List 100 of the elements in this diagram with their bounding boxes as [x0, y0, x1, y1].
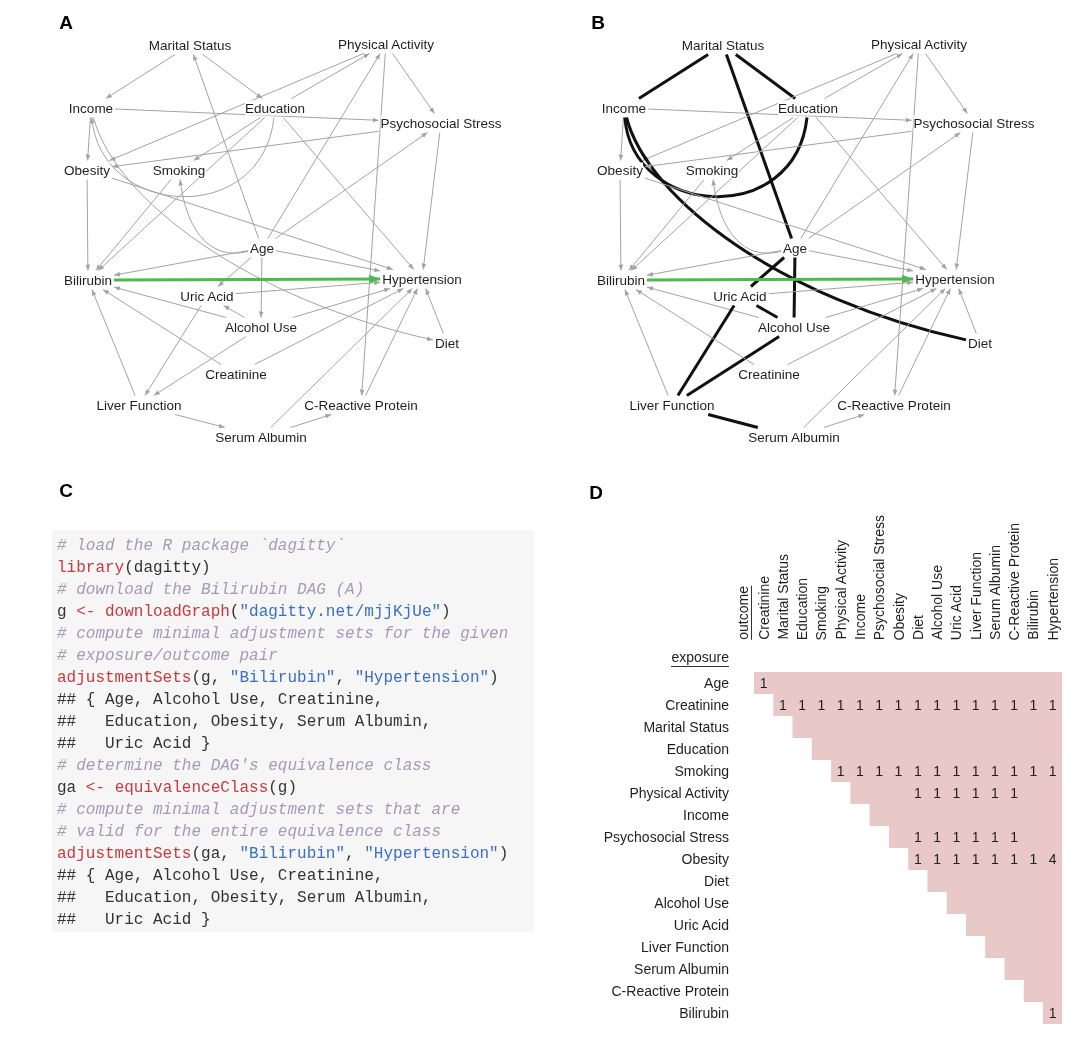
arrow [291, 53, 370, 99]
arrow [425, 288, 444, 334]
arrow [825, 287, 924, 318]
arrow [954, 132, 974, 270]
row-header: Marital Status [643, 718, 729, 737]
table-value: 1 [1048, 1004, 1057, 1023]
row-header: Psychosocial Stress [603, 828, 729, 847]
table-value: 1 [759, 674, 768, 693]
arrow [292, 287, 391, 318]
arrow [925, 53, 968, 114]
arrow [178, 179, 249, 254]
arrow [644, 177, 927, 270]
table-value: 1 [933, 784, 941, 803]
arrow [223, 305, 245, 318]
connector-line [625, 117, 967, 342]
table-value: 1 [971, 784, 980, 803]
table-value: 1 [913, 784, 922, 803]
arrow [618, 117, 624, 161]
table-value: 1 [1048, 696, 1057, 715]
table-value: 1 [836, 696, 845, 715]
table-value: 1 [875, 696, 884, 715]
table-value: 1 [913, 696, 922, 715]
arrow [624, 289, 669, 396]
table-value: 1 [836, 762, 845, 781]
code-comment: # valid for the entire equivalence class [57, 822, 442, 843]
row-header: Smoking [674, 762, 729, 781]
row-header: Physical Activity [629, 784, 729, 803]
arrow [254, 288, 404, 365]
column-header: Liver Function [967, 552, 984, 640]
arrow [144, 305, 202, 396]
table-value: 1 [991, 850, 999, 869]
arrow [958, 288, 977, 334]
table-value: 1 [894, 696, 903, 715]
table-value: 1 [1048, 762, 1057, 781]
table-value: 1 [991, 762, 999, 781]
arrow [808, 250, 914, 273]
arrow [114, 108, 380, 123]
arrow [359, 53, 386, 396]
column-header: Education [794, 577, 811, 640]
arrow [153, 336, 247, 396]
row-header: Education [666, 740, 729, 759]
connector-line [638, 53, 709, 100]
table-value: 1 [971, 850, 980, 869]
arrow [815, 117, 948, 270]
arrow [787, 288, 937, 365]
arrow [113, 250, 249, 277]
table-value: 1 [1010, 828, 1019, 847]
column-header: Marital Status [774, 554, 791, 640]
variable-label: Obesity [597, 162, 643, 178]
panel-letter: A [59, 12, 73, 32]
arrow [85, 117, 91, 161]
table-value: 1 [798, 696, 807, 715]
connector-line [676, 304, 736, 397]
arrow [275, 250, 381, 273]
code-comment: # exposure/outcome pair [57, 646, 278, 667]
code-line: adjustmentSets(ga, "Bilirubin", "Hypertension") [57, 844, 509, 865]
code-line: ## Uric Acid } [57, 734, 211, 755]
arrow [647, 274, 914, 284]
row-header: C-Reactive Protein [611, 982, 729, 1001]
code-line: g <- downloadGraph("dagitty.net/mjjKjUe") [57, 602, 451, 623]
arrow [800, 53, 914, 239]
code-comment: # download the Bilirubin DAG (A) [57, 580, 365, 601]
arrow [898, 288, 951, 396]
connector-line [755, 304, 779, 319]
table-value: 1 [1029, 696, 1038, 715]
arrow [803, 288, 946, 428]
table-value: 1 [913, 762, 922, 781]
table-value: 1 [1029, 850, 1038, 869]
column-header: Diet [909, 615, 926, 640]
row-header: Serum Albumin [634, 960, 729, 979]
arrow [111, 130, 380, 169]
arrow [644, 130, 913, 169]
arrow [392, 53, 435, 114]
table-value: 1 [933, 828, 941, 847]
arrow [85, 179, 91, 271]
arrow [95, 179, 172, 271]
connector-line [792, 257, 797, 318]
arrow [282, 117, 415, 270]
row-header: Income [683, 806, 729, 825]
table-value: 1 [933, 850, 941, 869]
arrow [217, 257, 252, 287]
panel-letter: D [589, 482, 603, 502]
code-line: ## { Age, Alcohol Use, Creatinine, [57, 866, 384, 887]
arrow [113, 286, 227, 318]
table-value: 1 [933, 696, 941, 715]
column-header: Smoking [813, 585, 830, 640]
code-line: ## { Age, Alcohol Use, Creatinine, [57, 690, 384, 711]
arrow [174, 414, 226, 429]
arrow [102, 289, 222, 365]
column-header: Obesity [890, 592, 907, 640]
arrow [647, 108, 913, 123]
table-value: 1 [971, 696, 980, 715]
column-header: Physical Activity [832, 540, 849, 640]
code-line: adjustmentSets(g, "Bilirubin", "Hypertension") [57, 668, 499, 689]
arrow [202, 54, 263, 99]
table-value: 1 [779, 696, 787, 715]
row-header: Obesity [681, 850, 729, 869]
table-value: 1 [933, 762, 941, 781]
code-line: ## Education, Obesity, Serum Albumin, [57, 712, 432, 733]
code-line: library(dagitty) [57, 558, 211, 579]
